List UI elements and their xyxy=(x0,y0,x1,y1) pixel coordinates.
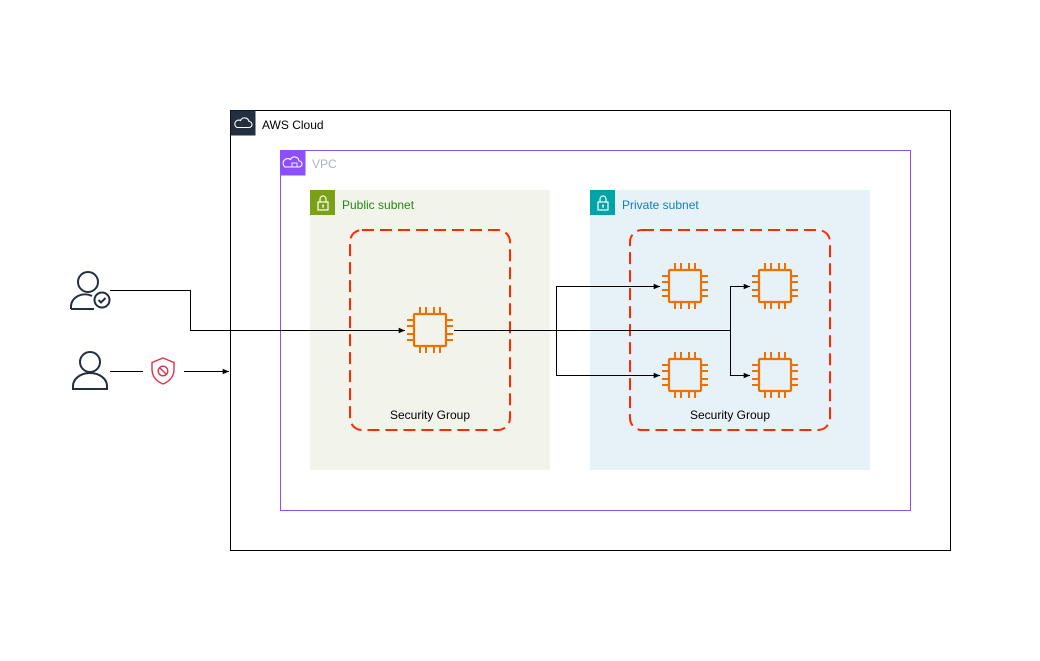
connectors xyxy=(110,283,750,379)
blocked-shield-icon xyxy=(151,357,175,385)
security-group-public-label: Security Group xyxy=(390,408,470,422)
aws-cloud-label: AWS Cloud xyxy=(262,118,324,132)
private-subnet-label: Private subnet xyxy=(622,198,699,212)
lock-icon xyxy=(310,190,335,215)
edge-public-to-private-4 xyxy=(730,330,750,379)
edge-public-to-private-2 xyxy=(556,330,660,379)
user-verified-icon xyxy=(70,271,111,310)
security-group-private-label: Security Group xyxy=(690,408,770,422)
user-icon xyxy=(72,351,108,390)
cloud-icon xyxy=(230,110,256,136)
public-subnet-label: Public subnet xyxy=(342,198,415,212)
edge-user-to-public-instance xyxy=(110,290,405,334)
lock-icon xyxy=(590,190,615,215)
vpc-icon xyxy=(280,150,306,176)
edge-public-to-private-3 xyxy=(556,283,750,331)
edge-public-to-private-1 xyxy=(454,283,660,331)
vpc-label: VPC xyxy=(312,157,337,171)
